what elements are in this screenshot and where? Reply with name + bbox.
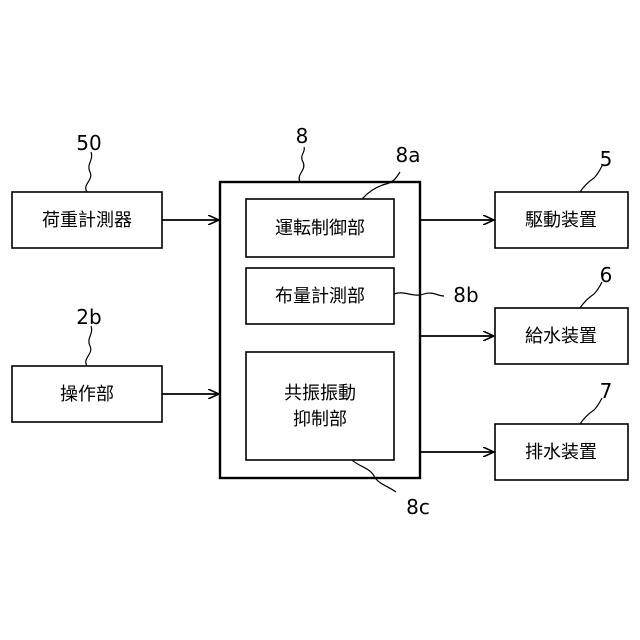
leader-2b: [86, 326, 92, 366]
resonance-suppression-box: [246, 352, 394, 460]
operation-unit-label: 操作部: [60, 384, 114, 405]
load-sensor-label: 荷重計測器: [42, 210, 132, 231]
water-supply-label: 給水装置: [525, 326, 597, 347]
ref-water-supply: 6: [600, 263, 613, 287]
operation-control-label: 運転制御部: [275, 218, 365, 239]
resonance-label-line1: 共振振動: [284, 383, 356, 404]
ref-operation-unit: 2b: [76, 305, 101, 329]
ref-load-sensor: 50: [76, 131, 101, 155]
ref-resonance: 8c: [406, 495, 430, 519]
ref-drive-device: 5: [600, 147, 613, 171]
cloth-measure-label: 布量計測部: [275, 286, 365, 307]
leader-50: [86, 152, 92, 192]
ref-cloth-measure: 8b: [453, 283, 478, 307]
ref-operation-control: 8a: [396, 143, 421, 167]
resonance-label-line2: 抑制部: [293, 409, 347, 430]
drain-device-label: 排水装置: [525, 442, 597, 463]
ref-drain-device: 7: [600, 379, 613, 403]
drive-device-label: 駆動装置: [525, 210, 597, 231]
ref-controller: 8: [296, 124, 309, 148]
leader-8: [299, 147, 304, 182]
